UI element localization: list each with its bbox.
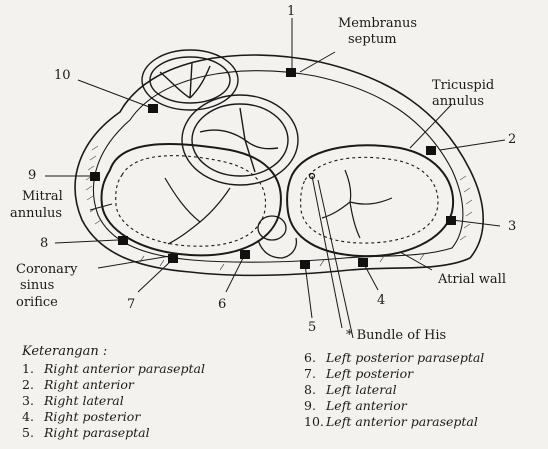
marker-2: [426, 146, 436, 155]
tricuspid-label: Tricuspid: [432, 78, 494, 93]
legend-item-6: 6.Left posterior paraseptal: [304, 350, 484, 366]
mitral-annulus-label: annulus: [10, 206, 62, 221]
site-number-8: 8: [40, 236, 48, 251]
site-number-10: 10: [54, 68, 71, 83]
legend-item-9: 9.Left anterior: [304, 398, 484, 414]
legend-item-2: 2.Right anterior: [22, 377, 205, 393]
marker-4: [358, 258, 368, 267]
marker-7: [168, 254, 178, 263]
legend-column-left: 1.Right anterior paraseptal 2.Right ante…: [22, 361, 205, 441]
marker-9: [90, 172, 100, 181]
legend-item-1: 1.Right anterior paraseptal: [22, 361, 205, 377]
marker-10: [148, 104, 158, 113]
central-valve: [182, 95, 298, 185]
leader-lines: [45, 18, 505, 328]
site-number-5: 5: [308, 320, 316, 335]
sinus-label: sinus: [20, 278, 54, 293]
marker-8: [118, 236, 128, 245]
marker-6: [240, 250, 250, 259]
inner-rim-outline: [93, 71, 462, 263]
legend-item-8: 8.Left lateral: [304, 382, 484, 398]
legend-item-3: 3.Right lateral: [22, 393, 205, 409]
site-number-6: 6: [218, 297, 226, 312]
bundle-of-his-label: * Bundle of His: [346, 328, 446, 343]
septum-label: septum: [348, 32, 397, 47]
tricuspid-valve: [287, 145, 453, 256]
legend-item-5: 5.Right paraseptal: [22, 425, 205, 441]
legend-item-7: 7.Left posterior: [304, 366, 484, 382]
site-number-4: 4: [377, 293, 385, 308]
site-number-2: 2: [508, 132, 516, 147]
mitral-label: Mitral: [22, 189, 63, 204]
marker-5: [300, 260, 310, 269]
coronary-label: Coronary: [16, 262, 78, 277]
membranus-label: Membranus: [338, 16, 417, 31]
legend-column-right: 6.Left posterior paraseptal 7.Left poste…: [304, 350, 484, 430]
orifice-label: orifice: [16, 295, 58, 310]
marker-3: [446, 216, 456, 225]
site-number-9: 9: [28, 168, 36, 183]
marker-1: [286, 68, 296, 77]
site-number-3: 3: [508, 219, 516, 234]
legend-item-10: 10.Left anterior paraseptal: [304, 414, 484, 430]
legend-title: Keterangan :: [22, 344, 107, 359]
mitral-valve: [101, 144, 280, 255]
atrial-wall-label: Atrial wall: [438, 272, 506, 287]
tricuspid-annulus-label: annulus: [432, 94, 484, 109]
site-number-1: 1: [287, 4, 295, 19]
legend-item-4: 4.Right posterior: [22, 409, 205, 425]
site-number-7: 7: [127, 297, 135, 312]
